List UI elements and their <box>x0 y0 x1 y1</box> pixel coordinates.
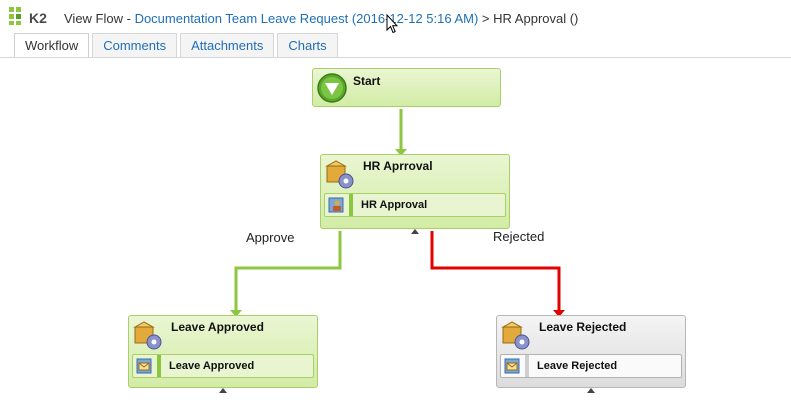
process-instance-link[interactable]: Documentation Team Leave Request (2016-1… <box>134 11 479 26</box>
activity-box-gear-icon <box>501 321 530 350</box>
start-icon <box>317 73 347 103</box>
hr-approval-title: HR Aprroval <box>363 159 433 173</box>
breadcrumb: View Flow - Documentation Team Leave Req… <box>64 11 578 26</box>
mouse-cursor-icon <box>386 14 398 34</box>
approve-line <box>234 231 342 311</box>
view-flow-label: View Flow - <box>64 11 135 26</box>
hr-approval-event[interactable]: HR Approval <box>324 193 506 217</box>
leave-rejected-title: Leave Rejected <box>539 320 627 334</box>
tab-charts[interactable]: Charts <box>277 33 338 57</box>
tab-attachments[interactable]: Attachments <box>180 33 275 57</box>
rejected-arrow <box>553 310 565 317</box>
logo-text: K2 <box>29 10 47 26</box>
event-stripe <box>349 194 353 216</box>
activity-box-gear-icon <box>133 321 162 350</box>
connector-lines <box>230 109 565 317</box>
rejected-line <box>430 231 561 311</box>
expand-notch-icon[interactable] <box>587 388 595 393</box>
event-stripe <box>525 355 529 377</box>
k2-logo-icon <box>9 7 21 25</box>
leave-rejected-node[interactable]: Leave Rejected Leave Rejected <box>496 315 686 393</box>
start-node[interactable]: Start <box>312 68 501 107</box>
current-activity: HR Approval () <box>493 11 579 26</box>
tab-workflow[interactable]: Workflow <box>14 33 90 58</box>
tab-bar: Workflow Comments Attachments Charts <box>14 33 338 58</box>
mail-event-icon <box>136 358 152 374</box>
hr-approval-node[interactable]: HR Aprroval HR Approval <box>320 154 510 234</box>
header: K2 View Flow - Documentation Team Leave … <box>0 0 791 36</box>
approve-arrow <box>230 310 242 317</box>
mail-event-icon <box>504 358 520 374</box>
rejected-line-label: Rejected <box>493 229 545 244</box>
start-to-hr-arrow <box>395 149 407 156</box>
breadcrumb-separator: > <box>478 11 494 26</box>
tab-comments[interactable]: Comments <box>92 33 178 57</box>
activity-box-gear-icon <box>325 160 354 189</box>
tab-divider <box>0 57 791 58</box>
hr-approval-event-label: HR Approval <box>361 199 428 211</box>
leave-approved-node[interactable]: Leave Approved Leave Approved <box>128 315 318 393</box>
client-event-icon <box>328 197 344 213</box>
leave-approved-event-label: Leave Approved <box>169 360 255 372</box>
start-title: Start <box>353 74 381 88</box>
leave-rejected-event-label: Leave Rejected <box>537 360 618 372</box>
leave-approved-event[interactable]: Leave Approved <box>132 354 314 378</box>
workflow-canvas: Approve Rejected Start HR Aprroval HR Ap… <box>0 58 791 413</box>
expand-notch-icon[interactable] <box>411 229 419 234</box>
event-stripe <box>157 355 161 377</box>
leave-rejected-event[interactable]: Leave Rejected <box>500 354 682 378</box>
leave-approved-title: Leave Approved <box>171 320 264 334</box>
approve-line-label: Approve <box>246 230 295 245</box>
expand-notch-icon[interactable] <box>219 388 227 393</box>
